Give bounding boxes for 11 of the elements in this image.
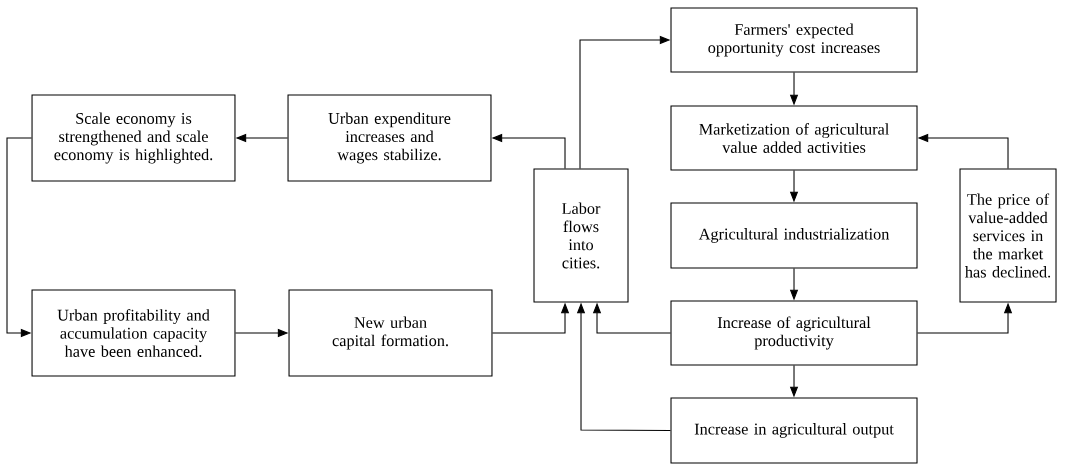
process-box: Urban expenditure increases and wages stabilize.: [287, 94, 492, 182]
process-box: Urban profitability and accumulation capacity have been enhanced.: [31, 289, 236, 377]
process-box: Increase in agricultural output: [670, 397, 918, 464]
process-box: Agricultural industrialization: [670, 202, 918, 269]
process-box: New urban capital formation.: [288, 289, 493, 377]
process-box: Labor flows into cities.: [533, 168, 629, 303]
process-box: Scale economy is strengthened and scale economy is highlighted.: [31, 94, 236, 182]
process-box: Marketization of agricultural value added activities: [670, 105, 918, 171]
process-box: Increase of agricultural productivity: [670, 300, 918, 366]
process-box: Farmers' expected opportunity cost increases: [670, 7, 918, 73]
process-box: The price of value-added services in the market has declined.: [959, 168, 1057, 303]
